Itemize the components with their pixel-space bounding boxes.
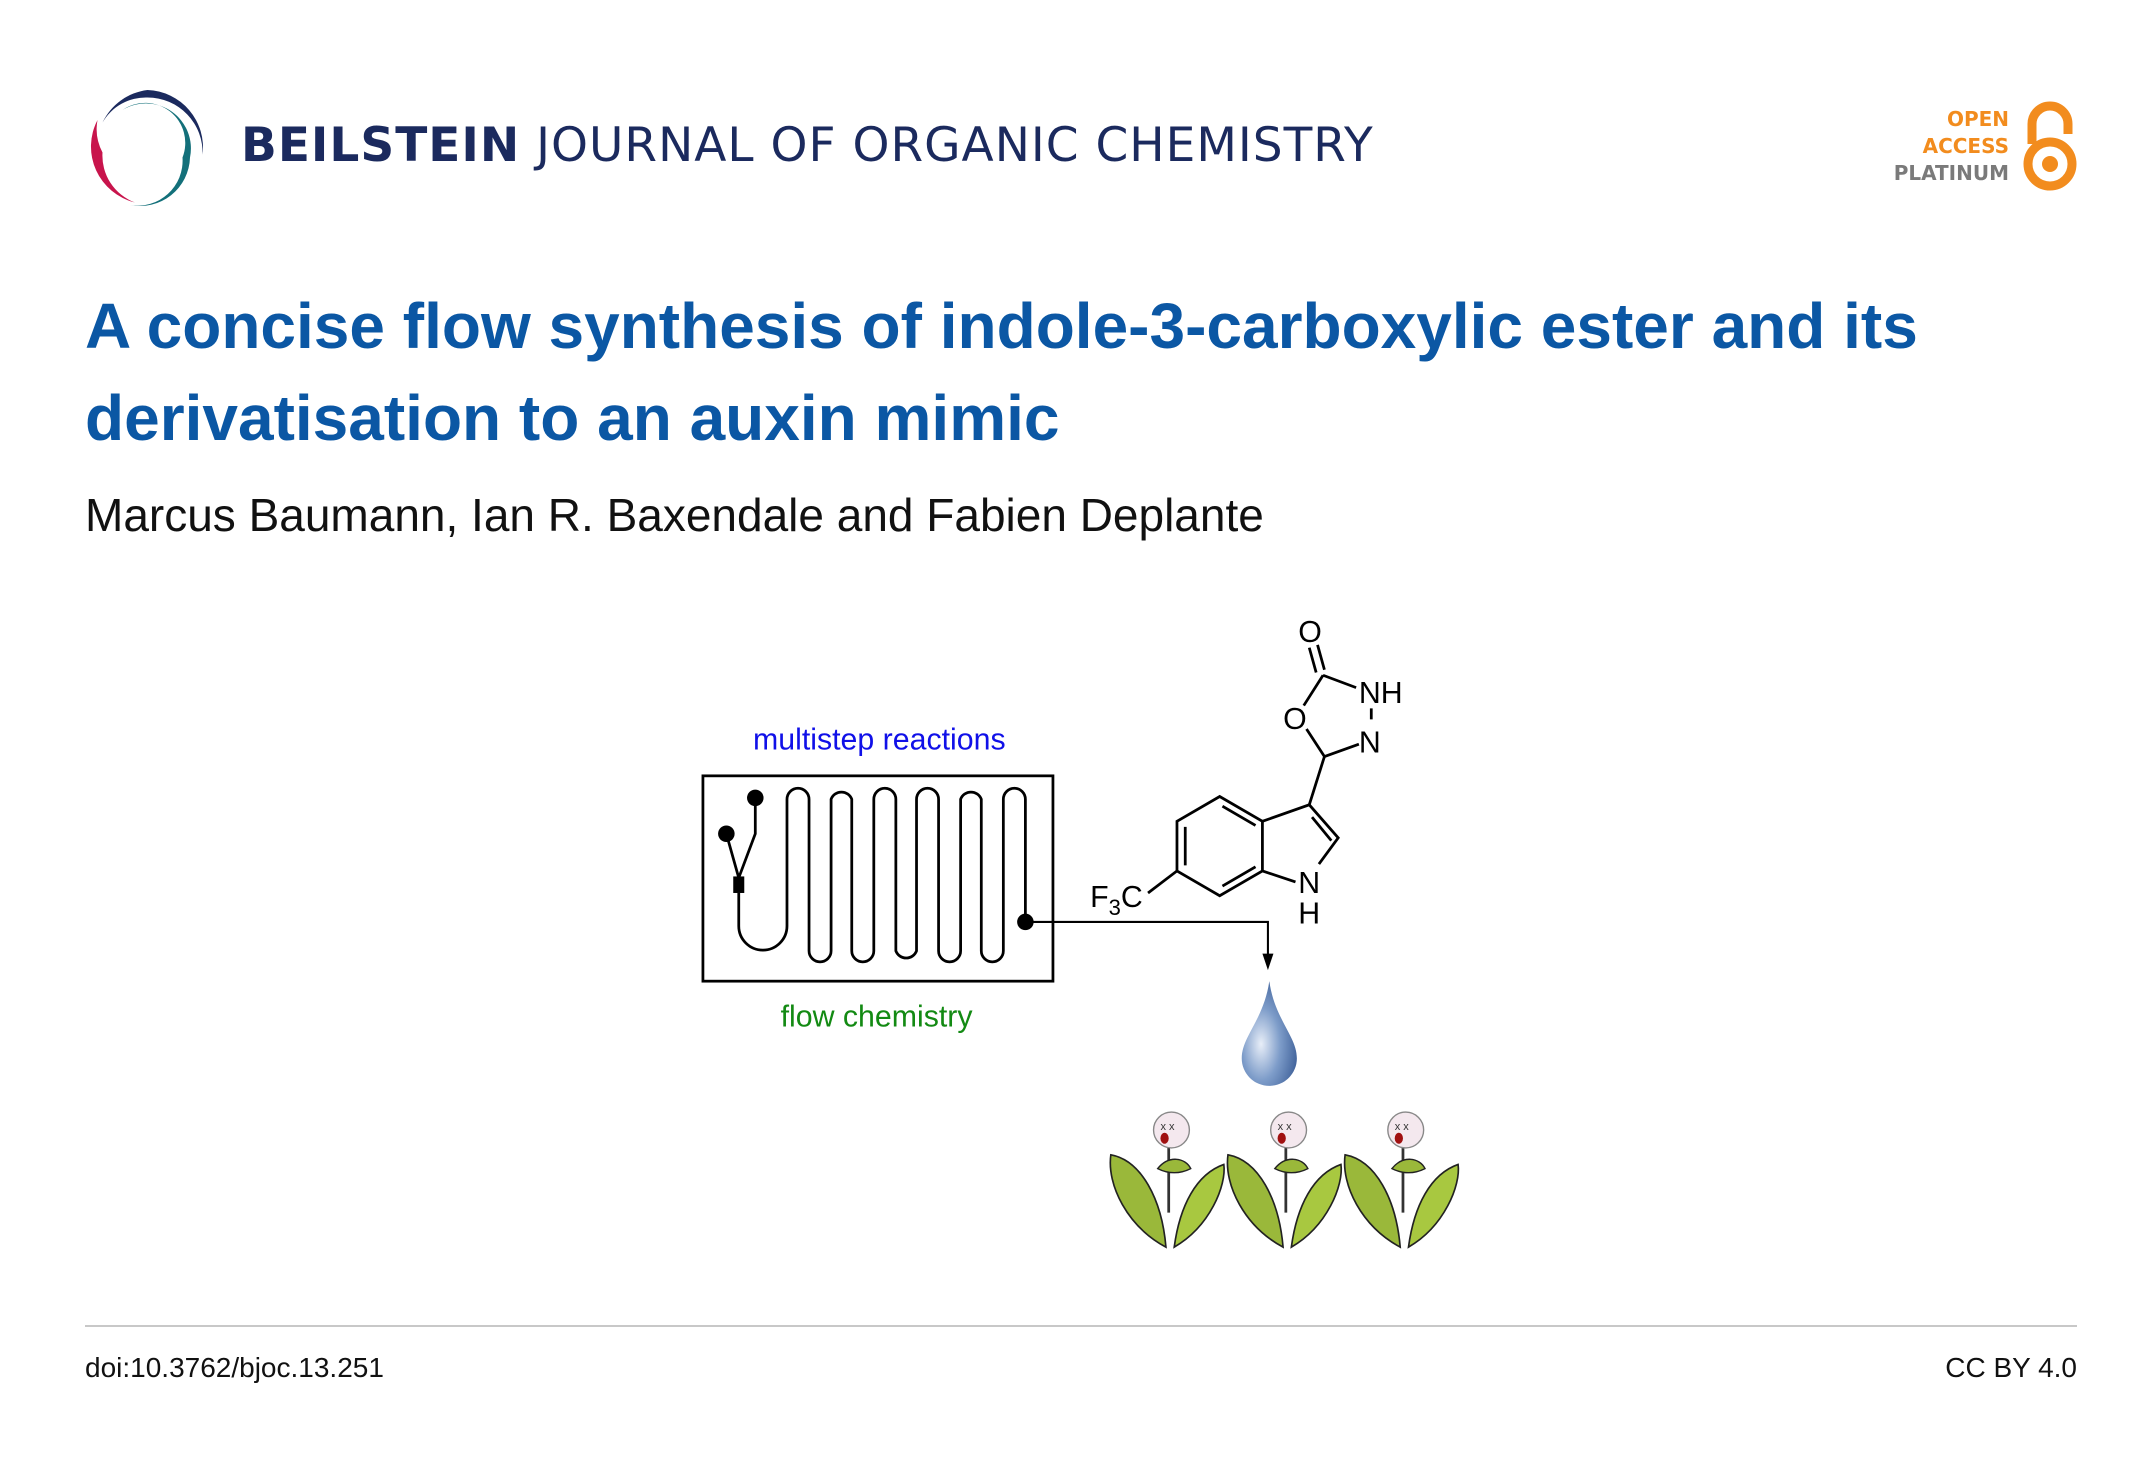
badge-line-platinum: PLATINUM [1893, 161, 2009, 185]
journal-name: BEILSTEIN JOURNAL OF ORGANIC CHEMISTRY [241, 118, 1374, 173]
inlet-a [747, 789, 764, 807]
plant-icon: x x [1226, 1111, 1343, 1249]
auxin-mimic-structure [1147, 644, 1373, 898]
atom-n-ring: N [1359, 726, 1381, 759]
svg-text:x x: x x [1160, 1121, 1175, 1133]
drop-icon [1241, 981, 1297, 1086]
atom-nh: NH [1359, 677, 1403, 710]
reactor-channel [737, 786, 1027, 964]
svg-text:x x: x x [1278, 1121, 1293, 1133]
atom-n-indole: N [1298, 867, 1320, 900]
article-authors: Marcus Baumann, Ian R. Baxendale and Fab… [85, 489, 1264, 541]
label-flow-chemistry: flow chemistry [781, 1001, 974, 1034]
wilted-plants: x x x x x x [1109, 1111, 1460, 1249]
arrow-head-icon [1262, 953, 1274, 971]
cf3-group: F3C [1090, 881, 1143, 920]
atom-o-carbonyl: O [1298, 616, 1322, 649]
inlet-b [718, 825, 735, 842]
doi-link[interactable]: doi:10.3762/bjoc.13.251 [85, 1352, 384, 1383]
badge-line-access: ACCESS [1922, 134, 2009, 158]
mixer [733, 876, 745, 893]
label-multistep-reactions: multistep reactions [753, 724, 1006, 757]
atom-h-indole: H [1298, 897, 1320, 930]
open-access-badge: OPEN ACCESS PLATINUM [1894, 106, 2009, 187]
article-title: A concise flow synthesis of indole-3-car… [85, 290, 1918, 454]
svg-text:x x: x x [1395, 1121, 1410, 1133]
badge-line-open: OPEN [1946, 107, 2009, 131]
beilstein-logo [90, 90, 203, 207]
license-link[interactable]: CC BY 4.0 [1945, 1352, 2077, 1383]
journal-name-rest: JOURNAL OF ORGANIC CHEMISTRY [536, 118, 1374, 173]
footer-divider [85, 1325, 2077, 1327]
plant-icon: x x [1109, 1111, 1225, 1249]
journal-name-bold: BEILSTEIN [241, 118, 521, 173]
outlet-arrow [1025, 920, 1269, 958]
plant-icon: x x [1343, 1111, 1460, 1249]
atom-o-ring: O [1283, 703, 1307, 736]
open-lock-icon [2023, 101, 2077, 191]
flow-reactor-chip [701, 774, 1055, 983]
